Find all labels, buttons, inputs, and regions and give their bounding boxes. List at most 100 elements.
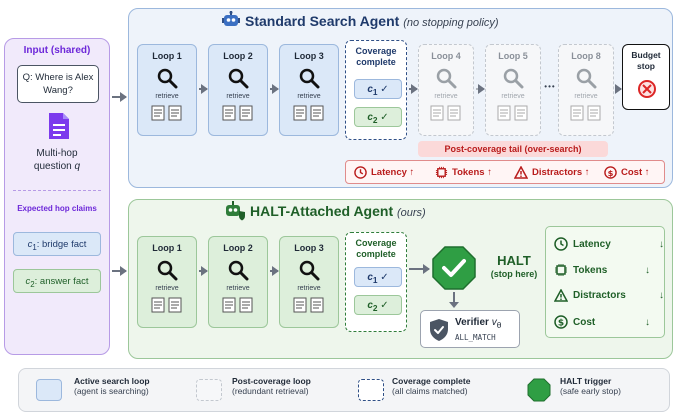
claim2-sub: 2 xyxy=(30,279,35,289)
budget-line1: Budget xyxy=(631,50,661,60)
halt-title-line: HALT-Attached Agent (ours) xyxy=(250,203,426,219)
metric-tokens: Tokens ↓ xyxy=(554,263,664,277)
budget-line2: stop xyxy=(637,61,655,71)
legend-title: Coverage complete xyxy=(392,376,471,386)
legend-title: Active search loop xyxy=(74,376,150,386)
halt-loop-3: Loop 3 retrieve xyxy=(279,236,339,328)
dollar-icon: $ xyxy=(554,315,568,329)
loop-label: Loop 1 xyxy=(152,51,182,61)
verifier-text: Verifier xyxy=(455,317,489,328)
dollar-icon: $ xyxy=(604,166,617,179)
claim1-symbol: c xyxy=(27,239,33,250)
coverage-line2: complete xyxy=(356,57,396,67)
verifier-code: ALL_MATCH xyxy=(455,333,496,342)
loop-label: Loop 2 xyxy=(223,243,253,253)
verifier-sub: θ xyxy=(496,320,502,330)
multihop-line1: Multi-hop xyxy=(36,148,78,159)
chip-icon xyxy=(435,166,448,179)
svg-text:$: $ xyxy=(608,168,614,178)
halt-octagon-icon xyxy=(432,246,476,290)
arrow-h1-h2 xyxy=(199,266,208,276)
magnifier-icon xyxy=(436,68,457,89)
metric-label: Latency ↑ xyxy=(371,167,415,178)
multihop-line2: question q xyxy=(5,160,109,173)
metric-label: Tokens xyxy=(573,264,608,276)
claim1-sub: 1 xyxy=(32,242,37,252)
legend-swatch-coverage xyxy=(358,379,384,401)
warning-icon xyxy=(514,166,528,179)
claim2-box: c2: answer fact xyxy=(13,269,101,293)
arrow-s1-s2 xyxy=(199,84,208,94)
down-arrow-icon: ↓ xyxy=(645,264,650,276)
loop-label: Loop 1 xyxy=(152,243,182,253)
multihop-word: question xyxy=(33,161,72,172)
metric-label: Distractors ↑ xyxy=(532,167,590,178)
retrieve-label: retrieve xyxy=(226,285,250,292)
metric-latency: Latency ↑ xyxy=(354,166,414,179)
question-box: Q: Where is Alex Wang? xyxy=(17,65,99,103)
documents-icon xyxy=(430,105,461,121)
halt-metrics-box: Latency ↓ Tokens ↓ Distractors ↓ $ Cost … xyxy=(545,226,665,338)
legend-swatch-active xyxy=(36,379,62,401)
down-arrow-icon: ↓ xyxy=(645,316,650,328)
budget-stop-box: Budget stop xyxy=(622,44,670,110)
coverage-claim-c2: c2 ✓ xyxy=(354,295,402,315)
halt-label: HALT xyxy=(497,253,531,268)
standard-coverage-box: Coverage complete c1 ✓ c2 ✓ xyxy=(345,40,407,140)
retrieve-label: retrieve xyxy=(226,93,250,100)
check-icon: ✓ xyxy=(380,84,389,95)
down-arrow-icon: ↓ xyxy=(659,238,664,250)
claim1-box: c1: bridge fact xyxy=(13,232,101,256)
legend-sub: (all claims matched) xyxy=(392,386,468,396)
retrieve-label: retrieve xyxy=(434,93,458,100)
c1-sub: 1 xyxy=(372,275,378,285)
arrow-l8-budget xyxy=(615,84,622,94)
legend-post: Post-coverage loop (redundant retrieval) xyxy=(232,376,311,396)
metric-distractors: Distractors ↑ xyxy=(514,166,590,179)
documents-icon xyxy=(497,105,528,121)
c-symbol: c xyxy=(367,112,373,123)
document-icon xyxy=(49,113,69,139)
metric-label: Cost xyxy=(573,316,596,328)
claim1-text: : bridge fact xyxy=(36,239,87,250)
svg-text:$: $ xyxy=(558,319,564,329)
c2-sub: 2 xyxy=(372,115,378,125)
legend-title: Post-coverage loop xyxy=(232,376,311,386)
robot-icon xyxy=(222,11,240,26)
magnifier-icon xyxy=(228,260,249,281)
metric-cost: $ Cost ↑ xyxy=(604,166,650,179)
arrow-coverage-halt xyxy=(409,264,430,274)
question-text: Q: Where is Alex Wang? xyxy=(22,72,94,96)
standard-subtitle: (no stopping policy) xyxy=(403,17,499,29)
metric-label: Distractors xyxy=(573,290,626,301)
standard-loop-3: Loop 3 retrieve xyxy=(279,44,339,136)
multihop-label: Multi-hop question q xyxy=(5,147,109,173)
metric-label: Tokens ↑ xyxy=(452,167,492,178)
loop-label: Loop 8 xyxy=(571,51,601,61)
arrow-h2-h3 xyxy=(270,266,279,276)
standard-loop-1: Loop 1 retrieve xyxy=(137,44,197,136)
c-symbol: c xyxy=(367,300,373,311)
coverage-line2: complete xyxy=(356,249,396,259)
arrow-l4-l5 xyxy=(476,84,485,94)
tail-label: Post-coverage tail (over-search) xyxy=(444,144,582,154)
metric-cost: $ Cost ↓ xyxy=(554,315,664,329)
magnifier-icon xyxy=(157,260,178,281)
legend-bar xyxy=(18,368,670,412)
clock-icon xyxy=(354,166,367,179)
claim2-text: : answer fact xyxy=(34,276,89,287)
standard-loop-2: Loop 2 retrieve xyxy=(208,44,268,136)
robot-shield-icon xyxy=(226,201,245,221)
magnifier-icon xyxy=(299,68,320,89)
loop-label: Loop 2 xyxy=(223,51,253,61)
loop-label: Loop 3 xyxy=(294,51,324,61)
documents-icon xyxy=(151,105,182,121)
input-title: Input (shared) xyxy=(23,45,91,56)
magnifier-icon xyxy=(503,68,524,89)
arrow-input-to-halt xyxy=(112,266,127,276)
loop-label: Loop 4 xyxy=(431,51,461,61)
documents-icon xyxy=(570,105,601,121)
c-symbol: c xyxy=(367,84,373,95)
halt-sublabel: (stop here) xyxy=(490,269,538,279)
legend-halt: HALT trigger (safe early stop) xyxy=(560,376,621,396)
